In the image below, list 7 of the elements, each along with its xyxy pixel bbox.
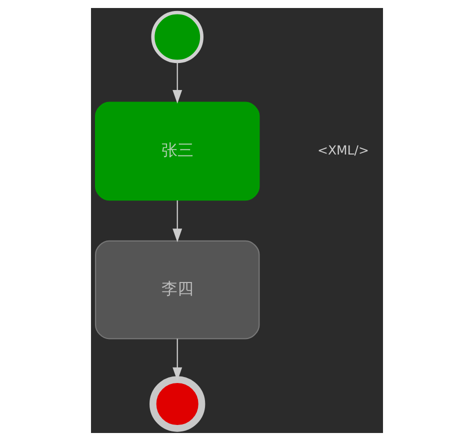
node-box: 张三 <box>94 102 260 201</box>
arrow <box>172 200 182 242</box>
node-circle <box>151 10 204 64</box>
arrow <box>172 62 182 104</box>
node-box: 李四 <box>94 240 260 340</box>
node-circle <box>150 376 206 432</box>
label: <XML/> <box>318 142 369 158</box>
